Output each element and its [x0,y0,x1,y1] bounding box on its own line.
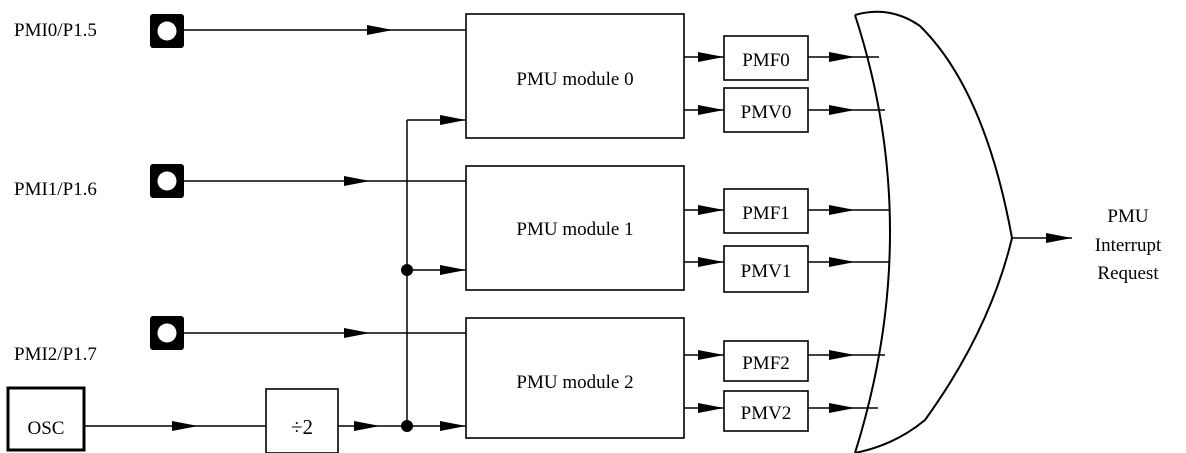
flag-label-pmf0: PMF0 [742,50,790,71]
flag-label-pmf1: PMF1 [742,203,790,224]
pin-pmi1 [150,164,184,198]
junction-dot-1 [401,264,413,276]
flag-box-pmv2 [723,390,809,432]
flag-box-pmv0 [723,87,809,133]
flag-label-pmv0: PMV0 [741,102,792,123]
output-label: PMU Interrupt Request [1095,206,1162,284]
output-label-line3: Request [1097,263,1159,284]
pin-pmi0 [150,14,184,48]
flag-label-pmv1: PMV1 [741,261,792,282]
pmu-module-0 [465,13,685,139]
pmu-module-2-label: PMU module 2 [516,372,633,393]
output-label-line2: Interrupt [1095,235,1162,256]
osc-box [6,386,86,452]
input-label-pmi1: PMI1/P1.6 [14,179,97,200]
input-label-pmi2: PMI2/P1.7 [14,344,97,365]
pmu-module-1-label: PMU module 1 [516,219,633,240]
output-label-line1: PMU [1107,206,1148,227]
flag-box-pmf1 [723,188,809,234]
divider-box [265,388,339,453]
osc-label: OSC [28,418,65,439]
flag-label-pmv2: PMV2 [741,403,792,424]
or-gate [854,10,1013,453]
flag-box-pmv1 [723,245,809,293]
pmu-module-0-label: PMU module 0 [516,69,633,90]
flag-box-pmf2 [723,340,809,382]
flag-label-pmf2: PMF2 [742,353,790,374]
flag-box-pmf0 [723,35,809,81]
divider-label: ÷2 [291,415,313,439]
pmu-module-2 [465,317,685,439]
input-label-pmi0: PMI0/P1.5 [14,20,97,41]
pin-pmi2 [150,316,184,350]
pmu-module-1 [465,165,685,291]
junction-dot-2 [401,420,413,432]
